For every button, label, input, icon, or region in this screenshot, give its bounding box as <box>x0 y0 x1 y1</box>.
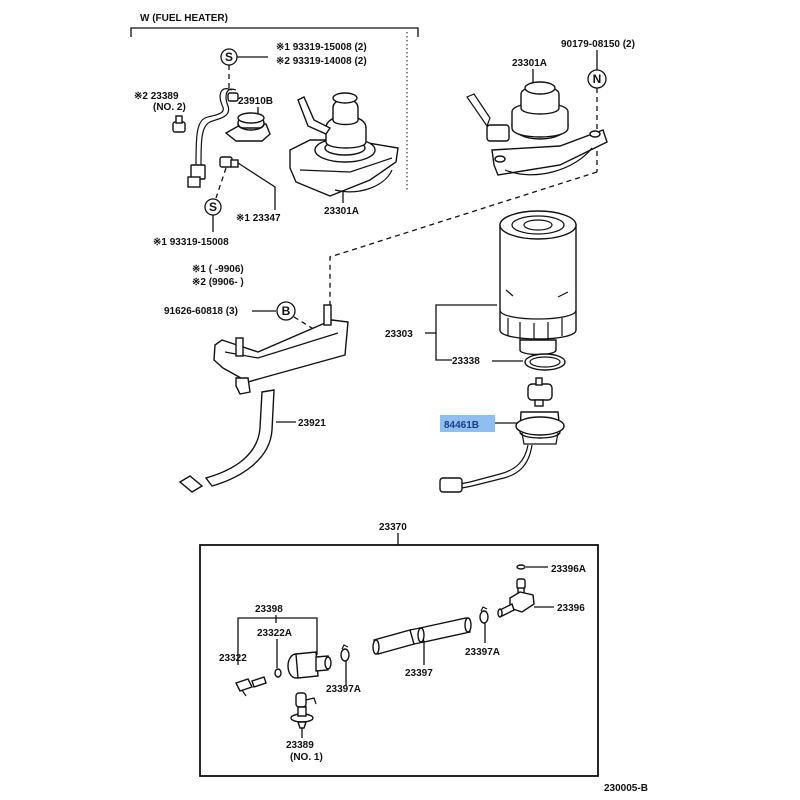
label-84461b[interactable]: 84461B <box>444 420 479 431</box>
label-23921[interactable]: 23921 <box>298 418 326 429</box>
part-23301a-left-filter-head[interactable] <box>289 92 399 197</box>
part-23397a-left-clamp[interactable] <box>340 644 350 662</box>
leader-23347 <box>237 162 276 210</box>
part-23347-connector[interactable] <box>219 156 239 168</box>
part-23396a[interactable] <box>516 564 526 570</box>
label-23389-no1-sub: (NO. 1) <box>290 752 323 763</box>
svg-text:N: N <box>593 72 602 86</box>
label-93319-15008-2[interactable]: ※1 93319-15008 (2) <box>276 42 367 53</box>
callout-n[interactable]: N <box>587 69 607 89</box>
label-23322[interactable]: 23322 <box>219 653 247 664</box>
label-23338[interactable]: 23338 <box>452 356 480 367</box>
part-23322a-o-ring[interactable] <box>274 668 282 678</box>
part-23389-no2-sensor[interactable] <box>172 115 186 133</box>
label-23389-no1[interactable]: 23389 <box>286 740 314 751</box>
note-2-date-range: ※2 (9906- ) <box>192 277 244 288</box>
label-23396[interactable]: 23396 <box>557 603 585 614</box>
label-23301a-right[interactable]: 23301A <box>512 58 547 69</box>
part-23398-plug-body[interactable] <box>287 651 332 679</box>
label-91626-60818[interactable]: 91626-60818 (3) <box>164 306 238 317</box>
label-23910b[interactable]: 23910B <box>238 96 273 107</box>
svg-text:S: S <box>225 50 233 64</box>
leader-23303-bracket <box>435 304 497 361</box>
part-23389-no1-sensor[interactable] <box>290 692 317 729</box>
leader-s-bottom-dashed <box>215 167 227 199</box>
drain-kit-box <box>199 544 599 777</box>
part-23301a-right-filter-head[interactable] <box>466 81 608 176</box>
leader-n-to-bracket-dashed <box>329 171 598 305</box>
part-23921-bracket[interactable] <box>178 304 349 493</box>
label-23389-no2-sub: (NO. 2) <box>153 102 186 113</box>
callout-b[interactable]: B <box>276 301 296 321</box>
highlight-84461b <box>440 415 495 432</box>
fuel-heater-group-label: W (FUEL HEATER) <box>140 13 228 24</box>
part-23397-hose[interactable] <box>372 617 472 655</box>
diagram-reference-code: 230005-B <box>604 783 648 794</box>
label-23389-no2[interactable]: ※2 23389 <box>134 91 179 102</box>
label-23303[interactable]: 23303 <box>385 329 413 340</box>
part-23303-fuel-filter[interactable] <box>499 210 577 356</box>
label-23322a[interactable]: 23322A <box>257 628 292 639</box>
callout-s-top[interactable]: S <box>220 48 238 66</box>
label-23301a-left[interactable]: 23301A <box>324 206 359 217</box>
label-93319-14008-2[interactable]: ※2 93319-14008 (2) <box>276 56 367 67</box>
label-23396a[interactable]: 23396A <box>551 564 586 575</box>
label-93319-15008[interactable]: ※1 93319-15008 <box>153 237 229 248</box>
label-23347[interactable]: ※1 23347 <box>236 213 281 224</box>
fuel-heater-group: W (FUEL HEATER) <box>130 13 419 190</box>
label-23397a-left[interactable]: 23397A <box>326 684 361 695</box>
part-23910b-heater[interactable] <box>224 112 271 142</box>
label-23397a-right[interactable]: 23397A <box>465 647 500 658</box>
label-23397[interactable]: 23397 <box>405 668 433 679</box>
bracket-23398 <box>237 617 318 665</box>
label-23398[interactable]: 23398 <box>255 604 283 615</box>
callout-s-bottom[interactable]: S <box>204 198 222 216</box>
svg-text:S: S <box>209 200 217 214</box>
label-90179-08150[interactable]: 90179-08150 (2) <box>561 39 635 50</box>
part-heater-wire-harness[interactable] <box>187 88 239 188</box>
part-23397a-right-clamp[interactable] <box>479 606 489 624</box>
part-23396-drain-cock[interactable] <box>497 578 535 618</box>
note-1-date-range: ※1 ( -9906) <box>192 264 244 275</box>
part-84461b-water-sensor[interactable] <box>439 377 565 493</box>
part-23322-bleeder-screw[interactable] <box>235 676 267 697</box>
fuel-heater-bracket-line <box>130 27 419 37</box>
label-23370[interactable]: 23370 <box>379 522 407 533</box>
svg-text:B: B <box>282 304 291 318</box>
